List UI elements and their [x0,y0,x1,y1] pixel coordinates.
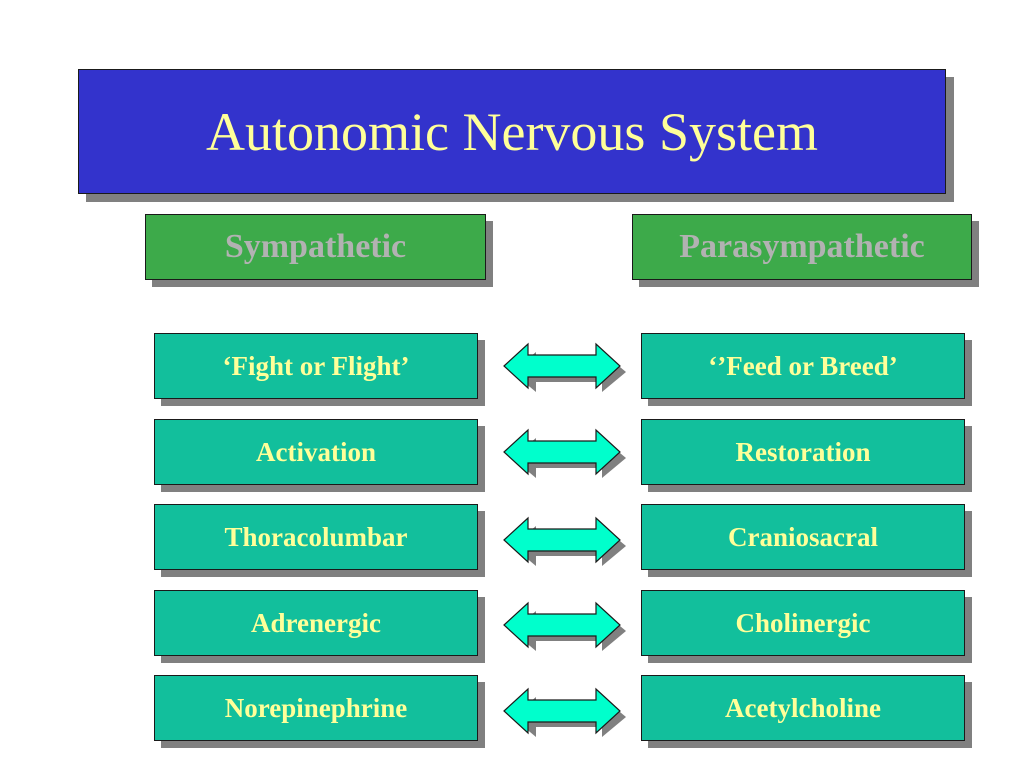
slide-title: Autonomic Nervous System [78,69,946,194]
parasympathetic-item-feed-or-breed: ‘’Feed or Breed’ [641,333,965,399]
sympathetic-item-norepinephrine: Norepinephrine [154,675,478,741]
parasympathetic-item-acetylcholine: Acetylcholine [641,675,965,741]
parasympathetic-item-cholinergic: Cholinergic [641,590,965,656]
sympathetic-item-fight-or-flight: ‘Fight or Flight’ [154,333,478,399]
parasympathetic-item-restoration: Restoration [641,419,965,485]
double-headed-arrow-icon [503,516,626,566]
sympathetic-item-activation: Activation [154,419,478,485]
parasympathetic-header: Parasympathetic [632,214,972,280]
double-headed-arrow-icon [503,428,626,478]
sympathetic-item-thoracolumbar: Thoracolumbar [154,504,478,570]
double-headed-arrow-icon [503,342,626,392]
sympathetic-item-adrenergic: Adrenergic [154,590,478,656]
parasympathetic-item-craniosacral: Craniosacral [641,504,965,570]
double-headed-arrow-icon [503,601,626,651]
double-headed-arrow-icon [503,687,626,737]
sympathetic-header: Sympathetic [145,214,486,280]
